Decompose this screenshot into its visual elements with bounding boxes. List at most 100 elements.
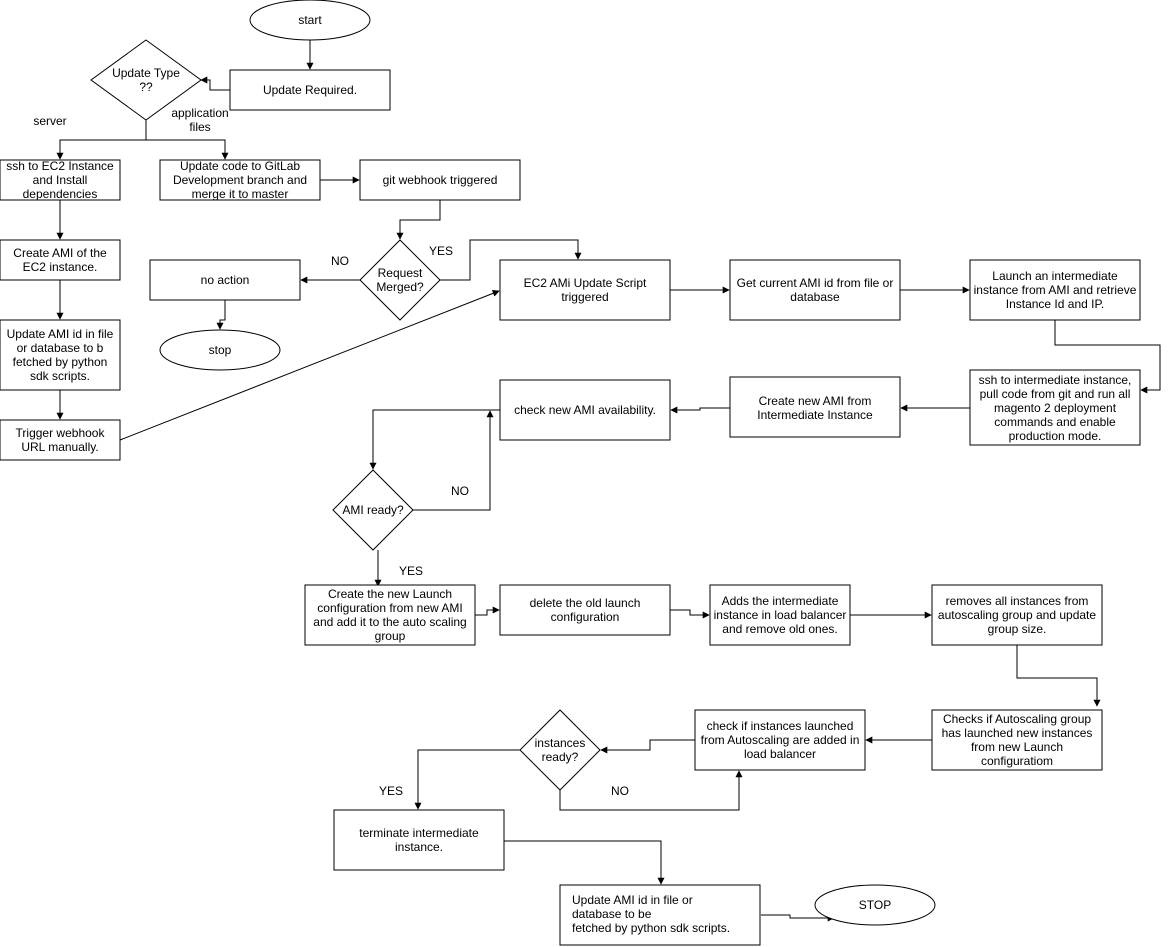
label-line: database to be xyxy=(572,907,652,921)
label-line: Update Type xyxy=(112,66,180,80)
delete-launch-config-box xyxy=(499,584,671,636)
edge-check-ami-to-ami-ready xyxy=(369,409,500,470)
update-code-box xyxy=(159,159,321,201)
label-line: Create AMI of the xyxy=(13,246,107,260)
label-line: from Autoscaling are added in xyxy=(701,733,860,747)
trigger-webhook-box xyxy=(0,419,121,461)
label-line: instances xyxy=(535,736,586,750)
ami-ready-label: AMI ready? xyxy=(342,503,404,517)
label-line: pull code from git and run all xyxy=(980,387,1131,401)
label-line: fetched by python xyxy=(13,355,108,369)
edge-label-ami-no: NO xyxy=(451,484,469,498)
instances-ready-decision xyxy=(519,709,601,791)
edge-final-update-to-stop xyxy=(761,914,835,922)
edge-git-webhook-to-request-merged xyxy=(396,200,441,240)
ssh-ec2-box xyxy=(0,159,121,201)
label-line: EC2 AMi Update Script xyxy=(524,276,647,290)
label-line: Instance Id and IP. xyxy=(1006,297,1105,311)
label-line: merge it to master xyxy=(192,187,289,201)
edge-delete-to-add-intermediate xyxy=(670,609,710,619)
label-line: application xyxy=(171,106,228,120)
label-line: Adds the intermediate xyxy=(722,594,839,608)
check-autoscaling-box xyxy=(931,709,1103,771)
label-line: git webhook triggered xyxy=(383,173,498,187)
label-line: Create the new Launch xyxy=(328,587,452,601)
label-line: production mode. xyxy=(1009,429,1102,443)
no-action-box xyxy=(149,259,301,301)
update-type-label: Update Type?? xyxy=(112,66,180,94)
label-line: and remove old ones. xyxy=(722,622,837,636)
ssh-intermediate-label: ssh to intermediate instance,pull code f… xyxy=(979,373,1132,443)
label-line: configuration from new AMI xyxy=(317,601,462,615)
update-required-box xyxy=(229,69,391,111)
label-line: ?? xyxy=(139,80,153,94)
label-line: Get current AMI id from file or xyxy=(737,276,894,290)
update-required-label: Update Required. xyxy=(263,83,357,97)
label-line: group xyxy=(375,629,406,643)
label-line: Intermediate Instance xyxy=(757,408,873,422)
label-line: Update Required. xyxy=(263,83,357,97)
check-ami-label: check new AMI availability. xyxy=(514,403,656,417)
label-line: from new Launch xyxy=(971,740,1063,754)
label-line: Development branch and xyxy=(173,173,307,187)
edge-instances-ready-no xyxy=(559,770,743,811)
edge-no-action-to-stop xyxy=(216,300,226,330)
final-update-ami-box xyxy=(559,884,761,946)
label-line: and add it to the auto scaling xyxy=(313,615,466,629)
edge-update-required-to-update-type xyxy=(200,76,230,91)
label-line: sdk scripts. xyxy=(30,369,90,383)
label-line: terminate intermediate xyxy=(359,826,479,840)
shapes xyxy=(0,0,1141,946)
terminate-intermediate-box xyxy=(333,809,505,871)
start-label: start xyxy=(298,13,322,27)
label-line: configuration xyxy=(551,610,620,624)
label-line: Update code to GitLab xyxy=(180,159,300,173)
label-line: Update AMI id in file xyxy=(7,327,114,341)
create-new-ami-box xyxy=(729,376,901,438)
label-line: dependencies xyxy=(23,187,98,201)
update-type-decision xyxy=(90,39,202,121)
get-ami-id-box xyxy=(729,259,901,321)
label-line: AMI ready? xyxy=(342,503,404,517)
request-merged-decision xyxy=(359,239,441,321)
label-line: autoscaling group and update xyxy=(938,608,1096,622)
edge-launch-to-ssh-intermediate xyxy=(1054,320,1161,394)
edge-label-server: server xyxy=(33,114,66,128)
label-line: URL manually. xyxy=(21,440,98,454)
label-line: ssh to intermediate instance, xyxy=(979,373,1132,387)
label-line: files xyxy=(189,120,210,134)
launch-intermediate-box xyxy=(969,259,1141,321)
label-line: Checks if Autoscaling group xyxy=(943,712,1091,726)
label-line: Create new AMI from xyxy=(759,394,872,408)
edge-create-launch-to-delete xyxy=(475,606,500,616)
start-terminal xyxy=(249,0,371,41)
stop-small-label: stop xyxy=(209,343,232,357)
update-ami-id-box xyxy=(0,319,121,391)
git-webhook-label: git webhook triggered xyxy=(383,173,498,187)
edge-label-merged-yes: YES xyxy=(429,244,453,258)
stop-final-label: STOP xyxy=(859,898,891,912)
edge-to-ssh-ec2 xyxy=(56,139,146,160)
label-line: and Install xyxy=(33,173,88,187)
label-line: Merged? xyxy=(376,280,424,294)
ec2-ami-script-box xyxy=(499,259,671,321)
stop-final-terminal xyxy=(814,884,936,926)
edge-trigger-to-ec2-script xyxy=(119,290,500,441)
label-line: removes all instances from xyxy=(946,594,1089,608)
connectors xyxy=(56,40,1161,922)
